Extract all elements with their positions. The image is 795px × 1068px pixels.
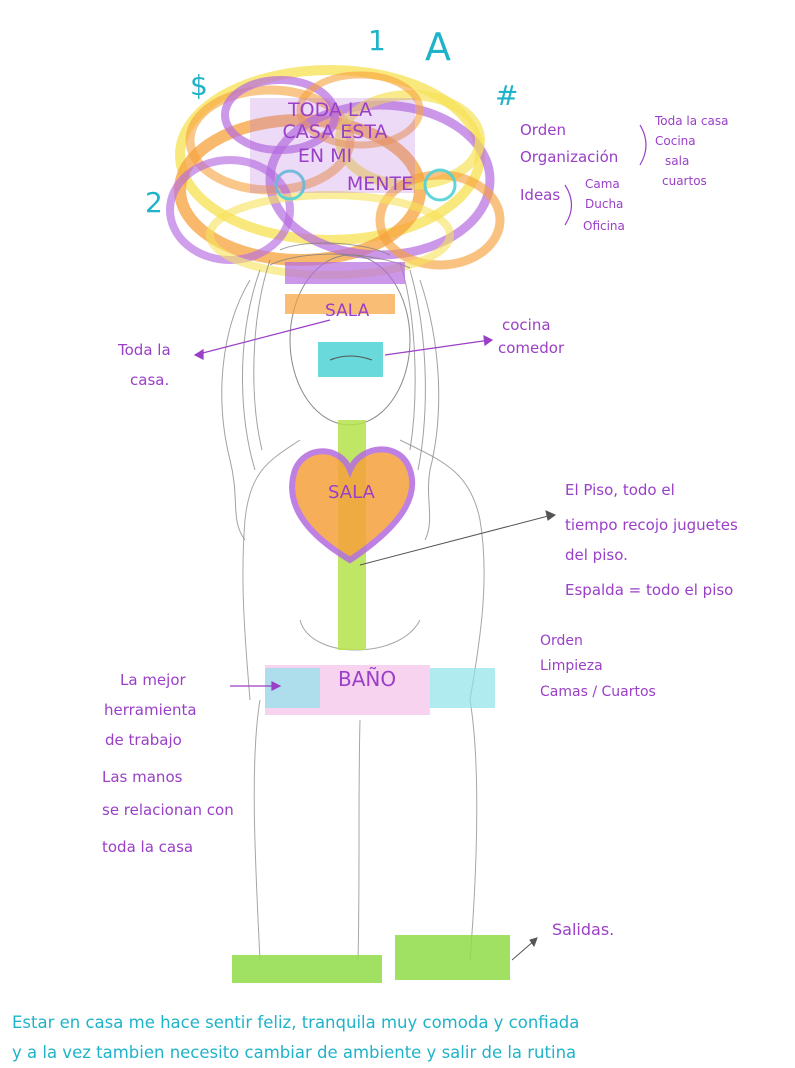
feet-arrow [512,938,537,960]
mark-one: 1 [368,24,386,57]
waist-note-2: Limpieza [540,658,603,674]
heart-label: SALA [328,482,376,503]
head-line-1: TODA LA [287,99,372,121]
left-note-6: toda la casa [102,838,193,856]
mid-note-4: Espalda = todo el piso [565,581,733,599]
note-ideas: Ideas [520,186,560,204]
note-orden: Orden [520,121,566,139]
bracket1-line-2: Cocina [655,134,696,148]
bracket2-line-1: Cama [585,177,620,191]
mouth-cyan-mask [318,342,383,377]
bracket2-line-2: Ducha [585,197,623,211]
left-foot [232,955,382,983]
mark-dollar: $ [190,69,208,102]
note-organizacion: Organización [520,148,618,166]
heart-shape [292,449,412,560]
waist-cyan-right [430,668,495,708]
footer-line-1: Estar en casa me hace sentir feliz, tran… [12,1013,579,1032]
face-left-line-1: Toda la [117,341,171,359]
waist-label: BAÑO [338,667,396,691]
mark-a: A [425,25,451,69]
footer-text: Estar en casa me hace sentir feliz, tran… [12,1013,579,1062]
face: SALA [285,255,410,425]
forehead-label: SALA [325,301,370,321]
feet-label: Salidas. [552,920,614,939]
mid-note-2: tiempo recojo juguetes [565,516,738,534]
mark-two: 2 [145,186,163,219]
right-foot [395,935,510,980]
face-right-line-1: cocina [502,316,551,334]
mid-note-3: del piso. [565,546,628,564]
left-note-5: se relacionan con [102,801,234,819]
left-note-2: herramienta [104,701,197,719]
bracket1-line-4: cuartos [662,174,707,188]
face-left-note: Toda la casa. [117,341,171,389]
face-left-line-2: casa. [130,371,169,389]
left-bottom-notes: La mejor herramienta de trabajo Las mano… [102,671,234,856]
head-line-4: MENTE [347,173,413,195]
forehead-purple-band [285,262,405,284]
bracket2-line-3: Oficina [583,219,625,233]
waist-note-1: Orden [540,633,583,649]
left-arrow [230,682,280,690]
face-right-note: cocina comedor [498,316,565,357]
mid-note-1: El Piso, todo el [565,481,675,499]
waist-note-3: Camas / Cuartos [540,684,656,700]
head-line-3: EN MI [298,145,352,167]
bracket1-line-1: Toda la casa [654,114,728,128]
head-line-2: CASA ESTA [283,121,388,143]
waist-right-note: Orden Limpieza Camas / Cuartos [540,633,656,700]
footer-line-2: y a la vez tambien necesito cambiar de a… [12,1043,576,1062]
mark-hash: # [495,79,518,112]
left-note-4: Las manos [102,768,183,786]
right-mid-notes: El Piso, todo el tiempo recojo juguetes … [565,481,738,599]
left-note-1: La mejor [120,671,187,689]
face-right-line-2: comedor [498,339,565,357]
top-right-notes: Orden Organización Ideas Toda la casa Co… [520,114,728,233]
left-note-3: de trabajo [105,731,182,749]
bracket1-line-3: sala [665,154,689,168]
